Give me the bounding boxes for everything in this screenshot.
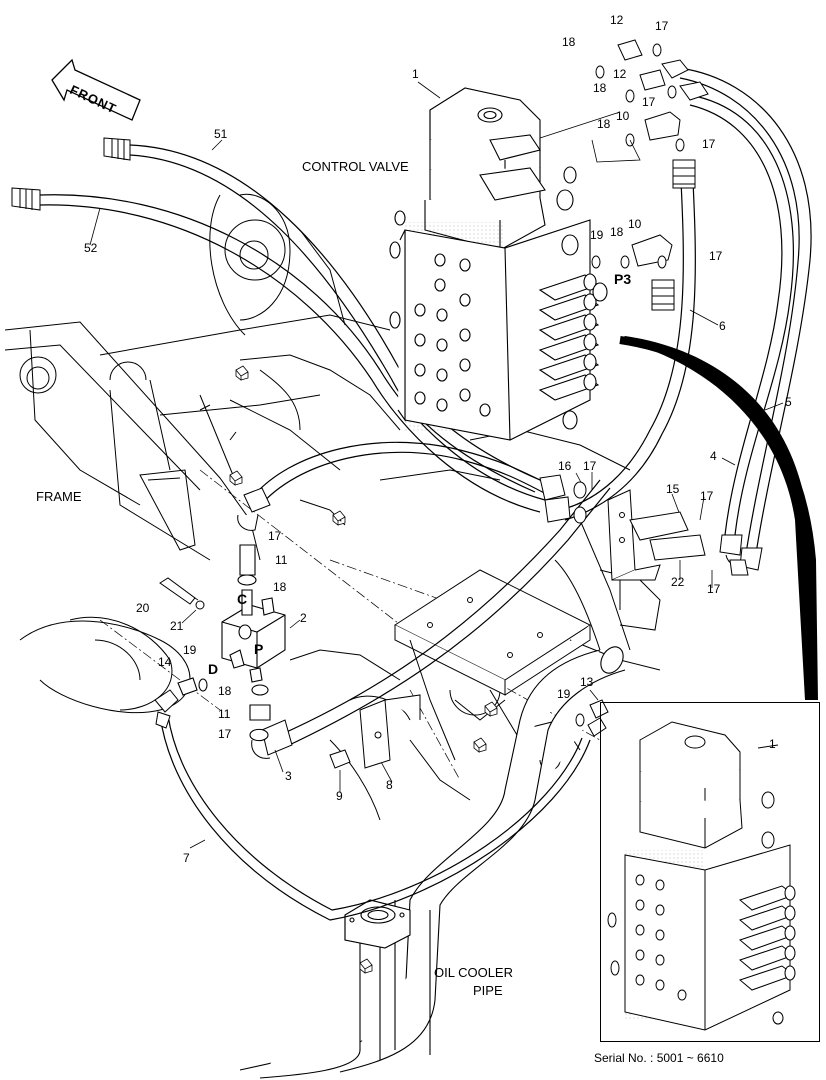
hose-7-end-right bbox=[587, 717, 607, 737]
hose-51 bbox=[129, 144, 541, 493]
hose-4-5-ends bbox=[719, 534, 763, 576]
callout-19c: 19 bbox=[557, 687, 571, 701]
hose-6 bbox=[559, 159, 696, 521]
port-label-c: C bbox=[237, 591, 248, 607]
callout-7: 7 bbox=[183, 851, 190, 865]
callout-17i: 17 bbox=[218, 727, 232, 741]
callout-17c: 17 bbox=[702, 137, 716, 151]
cooler-flange bbox=[344, 899, 411, 949]
label-oil-cooler: OIL COOLER bbox=[434, 965, 513, 980]
bracket-8 bbox=[329, 694, 421, 769]
callout-17h: 17 bbox=[268, 529, 282, 543]
bracket-22 bbox=[607, 489, 706, 581]
callout-6: 6 bbox=[719, 319, 726, 333]
hose-3 bbox=[249, 441, 551, 509]
callout-10a: 10 bbox=[616, 109, 630, 123]
top-fittings bbox=[591, 39, 709, 269]
hose-3-end bbox=[251, 719, 293, 759]
fitting-13 bbox=[575, 699, 609, 727]
callout-17e: 17 bbox=[583, 459, 597, 473]
callout-5: 5 bbox=[785, 395, 792, 409]
valve-spool-caps bbox=[389, 166, 608, 430]
oil-cooler-pipe bbox=[239, 646, 626, 1079]
callout-15: 15 bbox=[666, 482, 680, 496]
callout-10b: 10 bbox=[628, 217, 642, 231]
hose-52-end bbox=[11, 187, 41, 211]
bolt-20 bbox=[159, 577, 205, 610]
hose-3-lower bbox=[279, 479, 611, 748]
callout-18b: 18 bbox=[593, 81, 607, 95]
callout-1-inset: 1 bbox=[769, 737, 776, 751]
callout-8: 8 bbox=[386, 778, 393, 792]
valve-bolts bbox=[414, 253, 491, 417]
callout-21: 21 bbox=[170, 619, 184, 633]
callout-17b: 17 bbox=[642, 95, 656, 109]
callout-18c: 18 bbox=[597, 117, 611, 131]
port-label-p: P bbox=[254, 641, 264, 657]
port-label-p3: P3 bbox=[614, 271, 632, 287]
inset-control-valve bbox=[607, 721, 796, 1031]
callout-4: 4 bbox=[710, 449, 717, 463]
hose-5 bbox=[679, 67, 812, 561]
callout-17g: 17 bbox=[707, 582, 721, 596]
fittings-16 bbox=[539, 474, 587, 524]
hose-7 bbox=[159, 714, 591, 921]
hose-51-end bbox=[103, 137, 131, 161]
inset-frame bbox=[600, 702, 820, 1042]
control-valve bbox=[389, 87, 608, 441]
callout-18a: 18 bbox=[562, 35, 576, 49]
label-control-valve: CONTROL VALVE bbox=[302, 159, 409, 174]
callout-13: 13 bbox=[580, 675, 594, 689]
callout-12b: 12 bbox=[613, 67, 627, 81]
callout-19a: 19 bbox=[590, 228, 604, 242]
callout-18e: 18 bbox=[273, 580, 287, 594]
callout-20: 20 bbox=[136, 601, 150, 615]
label-serial: Serial No. : 5001 ~ 6610 bbox=[594, 1051, 724, 1065]
hose-7-end-left bbox=[154, 689, 179, 729]
hose-4 bbox=[689, 94, 794, 536]
label-frame: FRAME bbox=[36, 489, 82, 504]
hose-6-fittings bbox=[651, 159, 696, 311]
callout-18f: 18 bbox=[218, 684, 232, 698]
callout-52: 52 bbox=[84, 241, 98, 255]
callout-22: 22 bbox=[671, 575, 685, 589]
callout-17a: 17 bbox=[655, 19, 669, 33]
hose-52 bbox=[39, 194, 546, 513]
callout-2: 2 bbox=[300, 611, 307, 625]
front-arrow bbox=[51, 58, 141, 121]
callout-51: 51 bbox=[214, 127, 228, 141]
callout-18d: 18 bbox=[610, 225, 624, 239]
callout-16: 16 bbox=[558, 459, 572, 473]
callout-17f: 17 bbox=[700, 489, 714, 503]
callout-12a: 12 bbox=[610, 13, 624, 27]
callout-14: 14 bbox=[158, 655, 172, 669]
port-label-d: D bbox=[208, 661, 219, 677]
callout-17d: 17 bbox=[709, 249, 723, 263]
label-pipe: PIPE bbox=[473, 983, 503, 998]
callout-19b: 19 bbox=[183, 643, 197, 657]
callout-1: 1 bbox=[412, 67, 419, 81]
leader-curve bbox=[619, 336, 818, 701]
callout-11a: 11 bbox=[275, 553, 288, 567]
cube-markers bbox=[229, 365, 498, 974]
block-2 bbox=[177, 544, 286, 742]
callout-11b: 11 bbox=[218, 707, 231, 721]
callout-9: 9 bbox=[336, 789, 343, 803]
callout-3: 3 bbox=[285, 769, 292, 783]
hose-3-upper-end bbox=[237, 487, 271, 531]
